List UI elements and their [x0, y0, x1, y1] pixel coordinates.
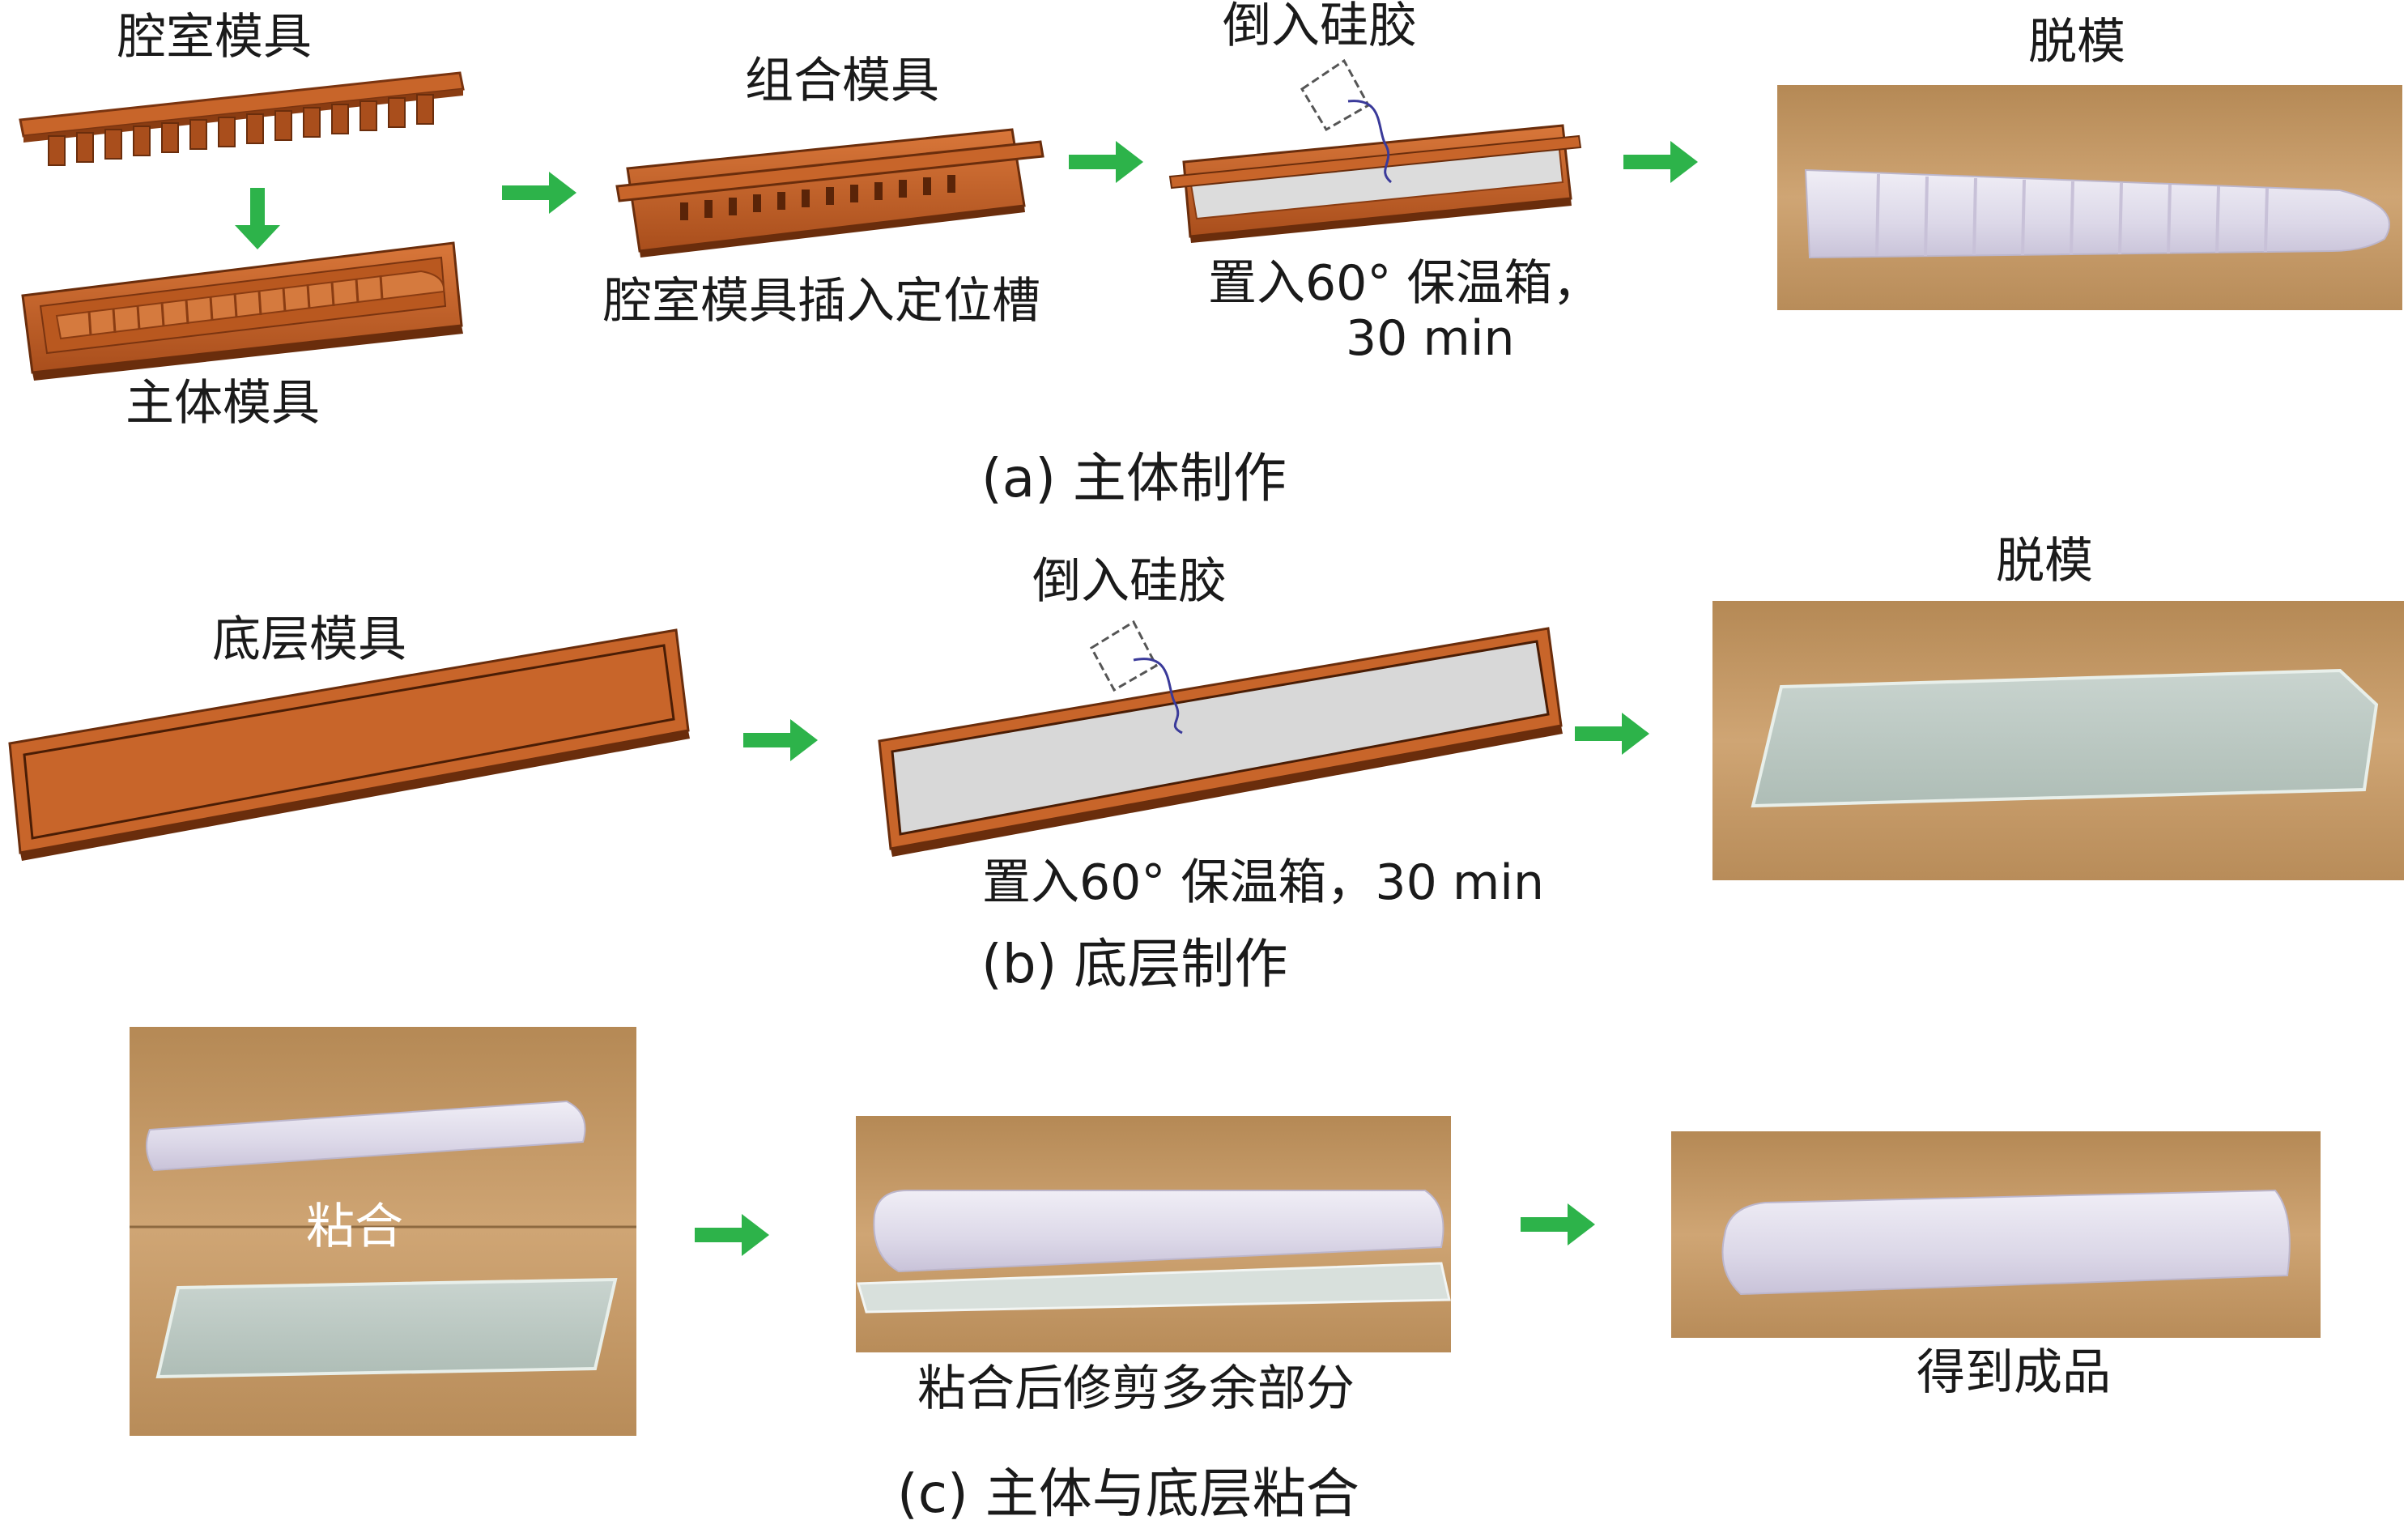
cavity-mold-image: [19, 71, 465, 166]
combine-note: 腔室模具插入定位槽: [603, 273, 1040, 330]
arrow-right-icon: [502, 172, 576, 214]
base-mold-label: 底层模具: [212, 611, 406, 668]
trim-note: 粘合后修剪多余部分: [917, 1361, 1355, 1417]
combine-mold-label: 组合模具: [745, 53, 939, 109]
main-mold-label: 主体模具: [126, 375, 320, 432]
panel-b-caption: (b) 底层制作: [981, 933, 1288, 995]
silicone-stream-icon: [1347, 100, 1393, 184]
oven-note-line2: 30 min: [1346, 310, 1515, 367]
final-product-photo: [1671, 1131, 2321, 1338]
bond-label: 粘合: [306, 1199, 403, 1255]
arrow-right-icon: [1069, 141, 1143, 183]
oven-note: 置入60° 保温箱，30 min: [982, 854, 1544, 911]
panel-c-caption: (c) 主体与底层粘合: [897, 1463, 1359, 1525]
final-product-label: 得到成品: [1917, 1344, 2111, 1401]
beaker-icon: [1300, 58, 1371, 132]
arrow-right-icon: [695, 1214, 769, 1256]
main-mold-image: [21, 241, 463, 381]
pour-silicone-label: 倒入硅胶: [1032, 553, 1227, 610]
base-pour-mold-image: [878, 627, 1563, 857]
demold-label: 脱模: [1996, 533, 2093, 590]
beaker-icon: [1090, 620, 1158, 692]
cavity-mold-label: 腔室模具: [117, 9, 312, 66]
arrow-right-icon: [743, 719, 818, 761]
arrow-right-icon: [1521, 1203, 1595, 1246]
demolded-base-photo: [1712, 601, 2404, 880]
panel-a-caption: (a) 主体制作: [981, 447, 1287, 509]
base-mold-image: [8, 628, 690, 861]
bond-photo: [130, 1027, 636, 1436]
demolded-body-photo: [1777, 85, 2402, 310]
silicone-stream-icon: [1133, 658, 1183, 735]
oven-note-line1: 置入60° 保温箱，: [1208, 255, 1602, 312]
arrow-right-icon: [1623, 141, 1698, 183]
arrow-right-icon: [1575, 713, 1649, 755]
trim-photo: [856, 1116, 1451, 1352]
demold-label: 脱模: [2028, 14, 2125, 70]
combined-mold-image: [615, 128, 1044, 258]
pour-silicone-mold-image: [1168, 124, 1582, 243]
down-arrow-icon: [235, 188, 280, 249]
pour-silicone-label: 倒入硅胶: [1223, 0, 1417, 54]
